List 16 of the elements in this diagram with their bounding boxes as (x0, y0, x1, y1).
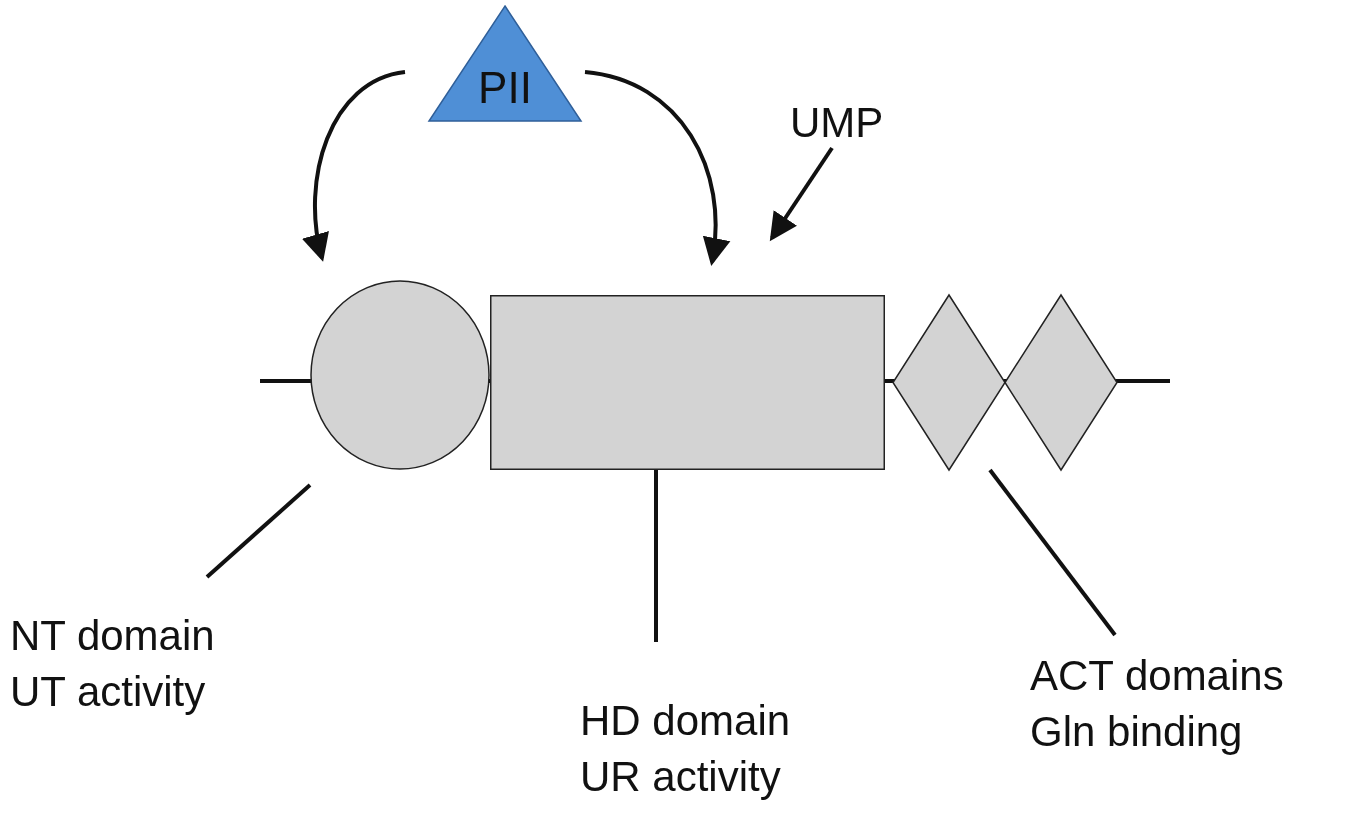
leader-line (654, 470, 658, 642)
leader-line (205, 483, 312, 579)
annotation-text: HD domain UR activity (580, 696, 792, 802)
node-label: PII (477, 63, 533, 113)
triangle-node (428, 5, 582, 122)
annotation-text: UMP (790, 98, 885, 148)
arrow (769, 146, 834, 242)
annotation-text: ACT domains Gln binding (1030, 651, 1285, 757)
curved-arrow (584, 70, 730, 266)
annotation-text: NT domain UT activity (10, 611, 216, 717)
leader-line (988, 468, 1117, 637)
domain-diamond (1005, 295, 1117, 470)
curved-arrow (303, 70, 406, 262)
domain-rectangle (490, 295, 885, 470)
domain-diamond (893, 295, 1005, 470)
domain-circle (310, 280, 490, 470)
